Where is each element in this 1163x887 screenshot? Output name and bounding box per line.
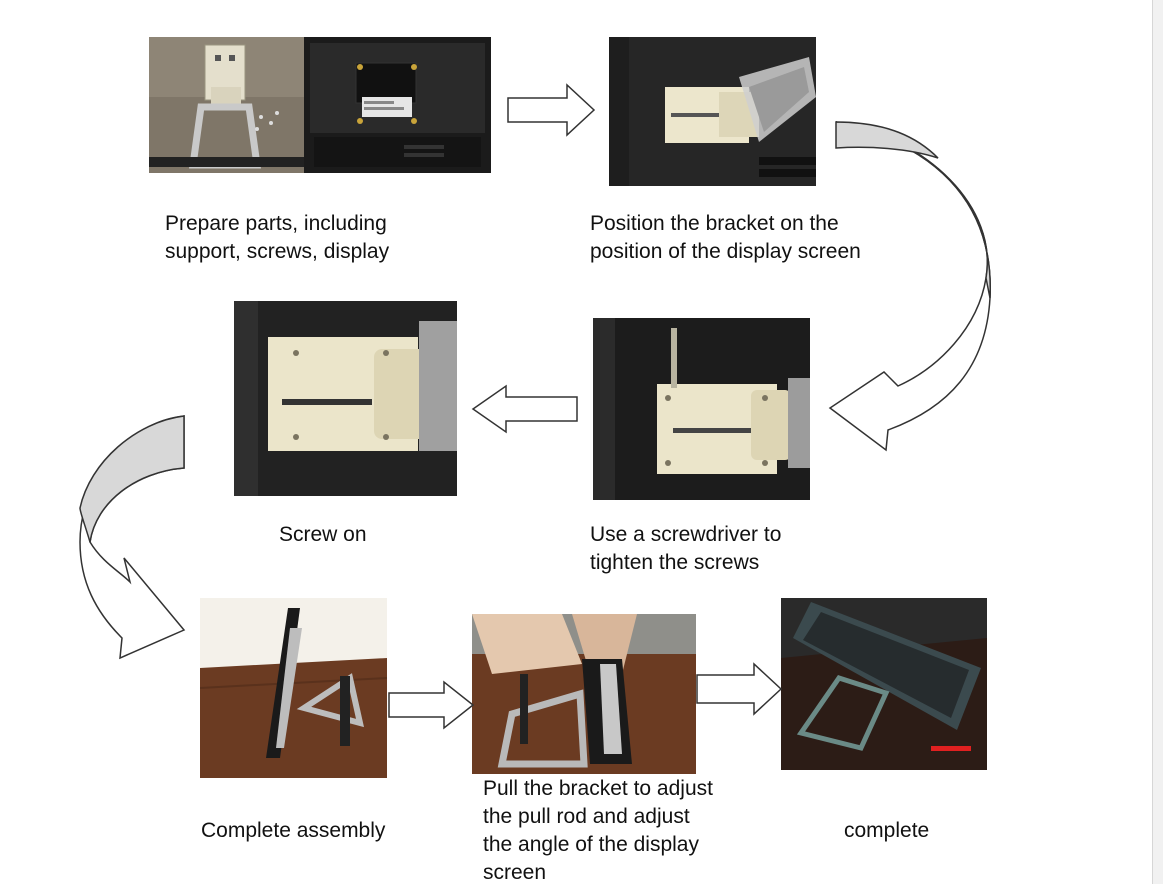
- photo-tighten-screws: [593, 318, 810, 500]
- caption-position: Position the bracket on the position of …: [590, 212, 861, 263]
- right-arrow-1: [507, 83, 596, 137]
- photo-complete: [781, 598, 987, 770]
- caption-screwdriver: Use a screwdriver to tighten the screws: [590, 523, 782, 574]
- page-edge: [1152, 0, 1163, 884]
- left-arrow: [471, 384, 578, 434]
- caption-complete: complete: [844, 819, 930, 842]
- photo-display-back: [304, 37, 491, 173]
- photo-prepare-parts: [149, 37, 306, 173]
- photo-screw-on: [234, 301, 457, 496]
- photo-complete-assembly: [200, 598, 387, 778]
- curved-arrow-left: [76, 412, 188, 660]
- photo-adjust-angle: [472, 614, 696, 774]
- right-arrow-3: [696, 662, 783, 716]
- caption-adjust: Pull the bracket to adjust the pull rod …: [483, 777, 713, 884]
- caption-assembly: Complete assembly: [201, 819, 386, 842]
- curved-arrow-right: [828, 118, 993, 454]
- caption-screw-on: Screw on: [279, 523, 367, 546]
- right-arrow-2: [388, 680, 475, 730]
- photo-position-bracket: [609, 37, 816, 186]
- caption-prepare: Prepare parts, including support, screws…: [165, 212, 390, 263]
